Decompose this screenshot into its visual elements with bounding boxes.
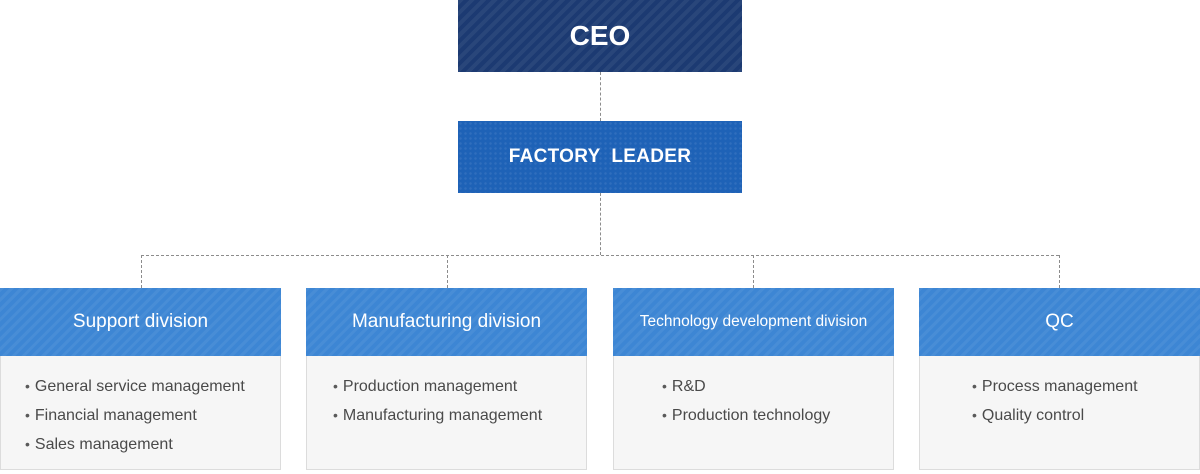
list-item: Quality control [972, 401, 1199, 430]
division-body: Process management Quality control [919, 356, 1200, 470]
list-item: Production management [333, 372, 586, 401]
connector-ceo-leader [600, 72, 601, 121]
division-item-list: General service management Financial man… [25, 372, 280, 459]
list-item: Manufacturing management [333, 401, 586, 430]
ceo-label: CEO [569, 20, 631, 51]
division-body: General service management Financial man… [0, 356, 281, 470]
division-body: R&D Production technology [613, 356, 894, 470]
connector-leader-down [600, 193, 601, 255]
list-item: Financial management [25, 401, 280, 430]
division-qc: QC Process management Quality control [919, 288, 1200, 470]
division-title: Manufacturing division [351, 311, 542, 332]
factory-leader-label: FACTORY LEADER [508, 146, 692, 167]
division-title: QC [1045, 311, 1074, 332]
list-item: General service management [25, 372, 280, 401]
division-header: Support division [0, 288, 281, 356]
division-technology: Technology development division R&D Prod… [613, 288, 894, 470]
division-manufacturing: Manufacturing division Production manage… [306, 288, 587, 470]
connector-technology [753, 255, 754, 288]
division-body: Production management Manufacturing mana… [306, 356, 587, 470]
division-item-list: Process management Quality control [972, 372, 1199, 430]
division-support: Support division General service managem… [0, 288, 281, 470]
division-title: Support division [72, 311, 209, 332]
list-item: Production technology [662, 401, 893, 430]
factory-leader-box: FACTORY LEADER [458, 121, 742, 193]
division-header: QC [919, 288, 1200, 356]
connector-qc [1059, 255, 1060, 288]
division-header: Manufacturing division [306, 288, 587, 356]
division-header: Technology development division [613, 288, 894, 356]
ceo-box: CEO [458, 0, 742, 72]
list-item: R&D [662, 372, 893, 401]
list-item: Process management [972, 372, 1199, 401]
list-item: Sales management [25, 430, 280, 459]
connector-manufacturing [447, 255, 448, 288]
division-item-list: Production management Manufacturing mana… [333, 372, 586, 430]
division-item-list: R&D Production technology [662, 372, 893, 430]
connector-support [141, 255, 142, 288]
connector-horizontal [141, 255, 1059, 256]
division-title: Technology development division [639, 313, 868, 330]
